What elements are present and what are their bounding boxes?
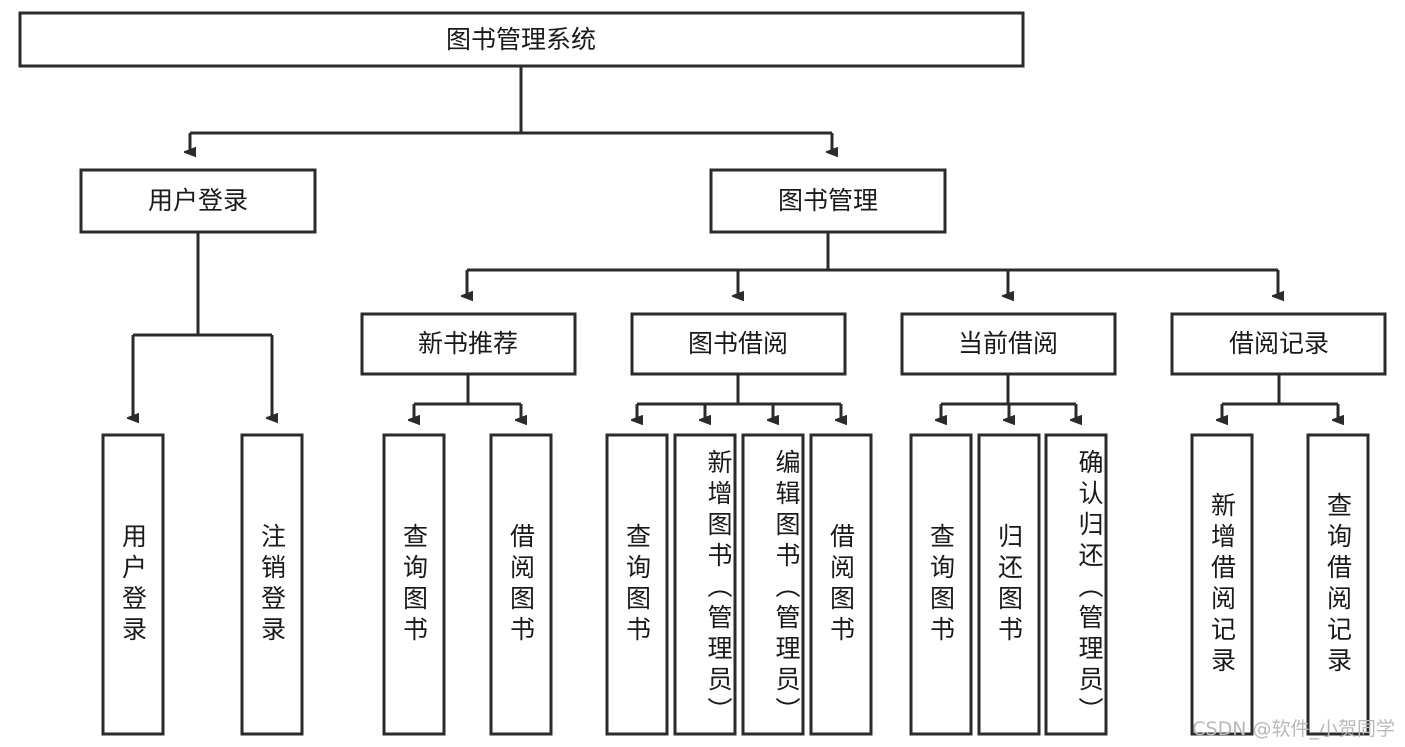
leaf-confirm-return[interactable] xyxy=(1044,433,1108,736)
leaf-borrow-book-2[interactable] xyxy=(809,433,873,736)
node-user-login-label: 用户登录 xyxy=(148,186,248,215)
node-book-borrow[interactable]: 图书借阅 xyxy=(630,312,847,376)
leaf-query-book-3[interactable] xyxy=(909,433,973,736)
leaf-borrow-book-1[interactable] xyxy=(489,433,553,736)
connector-newbook-to-leaves xyxy=(414,374,521,420)
node-root[interactable]: 图书管理系统 xyxy=(18,11,1025,68)
connector-root-to-level2 xyxy=(190,66,832,152)
leaf-add-book[interactable] xyxy=(673,433,737,736)
connector-borrowrecord-to-leaves xyxy=(1222,374,1338,420)
node-new-book-rec[interactable]: 新书推荐 xyxy=(360,312,577,376)
leaf-edit-book[interactable] xyxy=(741,433,805,736)
node-book-manage[interactable]: 图书管理 xyxy=(709,168,947,234)
leaf-return-book[interactable] xyxy=(977,433,1041,736)
connector-userlogin-to-leaves xyxy=(133,232,272,418)
node-root-label: 图书管理系统 xyxy=(446,25,596,54)
leaf-query-record[interactable] xyxy=(1306,433,1370,736)
node-current-borrow-label: 当前借阅 xyxy=(958,329,1058,358)
connector-bookmanage-to-level3 xyxy=(467,232,1278,296)
leaf-query-book-1[interactable] xyxy=(382,433,446,736)
node-user-login[interactable]: 用户登录 xyxy=(79,168,317,234)
connector-bookborrow-to-leaves xyxy=(637,374,841,420)
node-borrow-record[interactable]: 借阅记录 xyxy=(1170,312,1387,376)
node-new-book-rec-label: 新书推荐 xyxy=(418,329,518,358)
leaf-query-book-2[interactable] xyxy=(605,433,669,736)
leaf-user-login[interactable] xyxy=(101,433,165,736)
connector-currentborrow-to-leaves xyxy=(941,374,1076,420)
leaf-user-logout[interactable] xyxy=(240,433,304,736)
node-book-manage-label: 图书管理 xyxy=(778,186,878,215)
leaf-add-record[interactable] xyxy=(1190,433,1254,736)
node-borrow-record-label: 借阅记录 xyxy=(1229,329,1329,358)
node-current-borrow[interactable]: 当前借阅 xyxy=(900,312,1117,376)
node-book-borrow-label: 图书借阅 xyxy=(688,329,788,358)
